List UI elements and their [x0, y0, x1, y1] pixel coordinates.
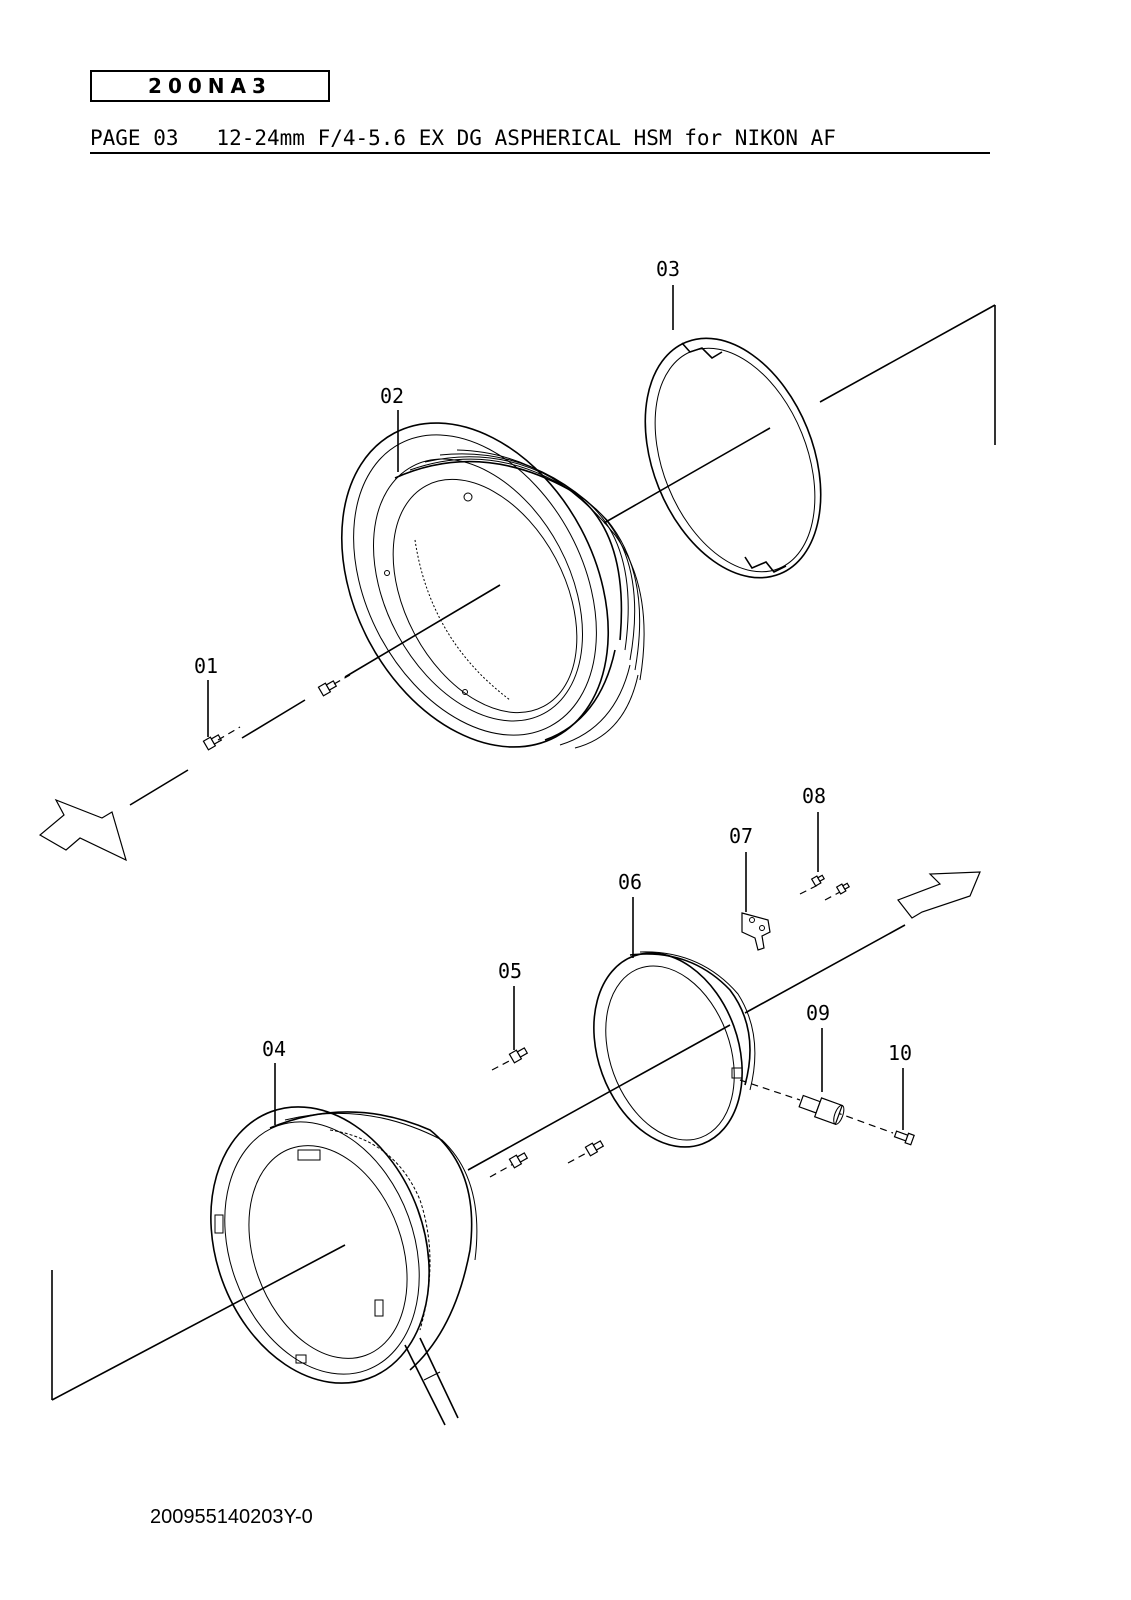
callout-06: 06: [618, 870, 642, 894]
part-05-screws: [508, 1047, 605, 1169]
model-code-box: 200NA3: [90, 70, 330, 102]
model-code: 200NA3: [148, 74, 272, 98]
callout-03: 03: [656, 257, 680, 281]
part-09-pin: [798, 1094, 845, 1126]
callout-01: 01: [194, 654, 218, 678]
callout-09: 09: [806, 1001, 830, 1025]
part-10-screw: [893, 1130, 915, 1146]
leader-lines: [207, 285, 904, 1130]
part-02-barrel: [340, 422, 645, 749]
callout-08: 08: [802, 784, 826, 808]
callout-04: 04: [262, 1037, 286, 1061]
callout-07: 07: [729, 824, 753, 848]
document-number: 200955140203Y-0: [150, 1506, 313, 1528]
lower-axis: [51, 883, 906, 1401]
part-01-screws: [202, 674, 351, 751]
callout-05: 05: [498, 959, 522, 983]
part-03-ring: [644, 337, 822, 579]
page-title: PAGE 03 12-24mm F/4-5.6 EX DG ASPHERICAL…: [90, 126, 990, 154]
part-06-ring: [593, 951, 756, 1148]
callout-02: 02: [380, 384, 404, 408]
part-08-screws: [810, 874, 851, 895]
part-07-plate: [741, 912, 771, 951]
direction-arrow-in: [38, 798, 127, 862]
callout-labels: 01 02 03 04 05 06 07 08 09 10: [194, 257, 912, 1065]
direction-arrow-out: [897, 871, 981, 919]
part-04-barrel-assembly: [210, 1106, 478, 1426]
upper-axis: [129, 304, 996, 806]
callout-10: 10: [888, 1041, 912, 1065]
